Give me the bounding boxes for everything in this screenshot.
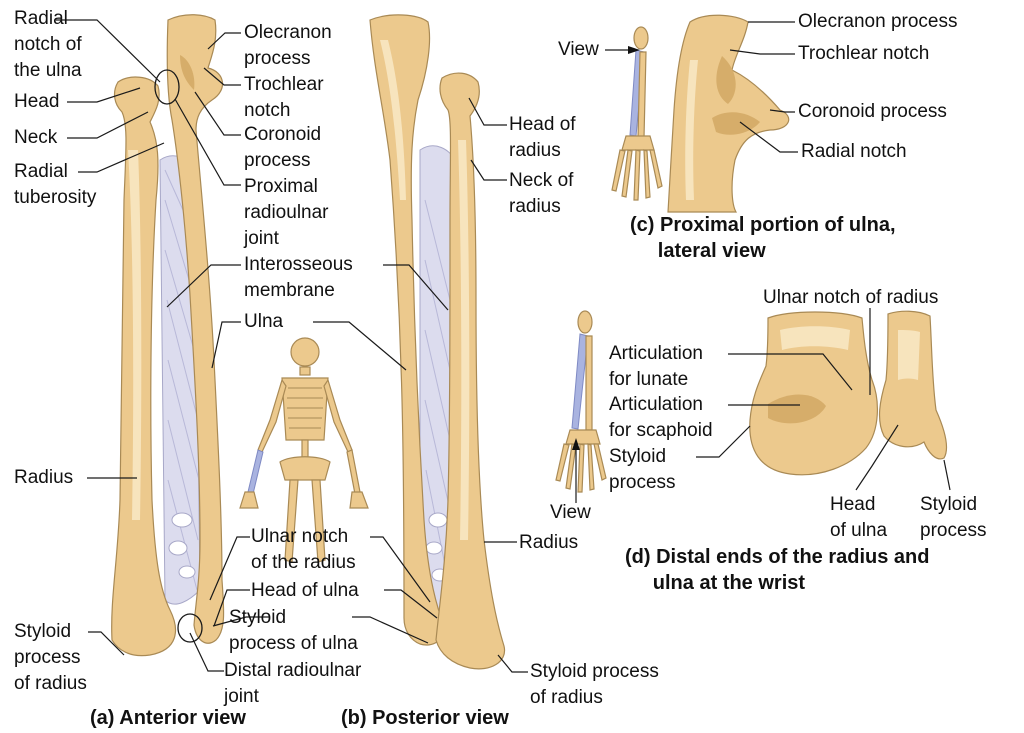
caption-distal-ends: (d) Distal ends of the radius and ulna a… xyxy=(625,546,930,594)
leader-lines xyxy=(56,19,951,673)
label-head-of-ulna-a: Head of ulna xyxy=(251,580,359,601)
label-proximal-radioulnar-joint: Proximal radioulnar joint xyxy=(244,176,329,249)
label-articulation-for-lunate: Articulation for lunate xyxy=(609,343,703,390)
label-distal-radioulnar-joint: Distal radioulnar joint xyxy=(224,660,362,707)
distal-radius xyxy=(749,311,878,476)
thumbnail-arm-d xyxy=(555,310,607,493)
label-articulation-for-scaphoid: Articulation for scaphoid xyxy=(609,394,713,441)
label-neck-of-radius: Neck of radius xyxy=(509,170,574,217)
label-styloid-process-of-radius-a: Styloid process of radius xyxy=(14,621,87,694)
caption-anterior-view: (a) Anterior view xyxy=(90,707,246,729)
label-view-c: View xyxy=(558,39,599,60)
label-head-of-ulna-d: Head of ulna xyxy=(830,494,888,541)
label-ulna: Ulna xyxy=(244,311,284,332)
label-styloid-process-of-ulna-a: Styloid process of ulna xyxy=(229,607,358,654)
panel-c-artwork xyxy=(611,14,790,213)
label-trochlear-notch-c: Trochlear notch xyxy=(798,43,930,64)
caption-posterior-view: (b) Posterior view xyxy=(341,707,509,729)
label-styloid-process-d: Styloid process xyxy=(609,446,676,493)
label-interosseous-membrane: Interosseous membrane xyxy=(244,254,353,301)
label-radius-posterior: Radius xyxy=(519,532,579,553)
distal-ulna xyxy=(878,310,948,460)
label-head-of-radius: Head of radius xyxy=(509,114,576,161)
label-head: Head xyxy=(14,91,60,112)
label-ulnar-notch-of-radius-d: Ulnar notch of radius xyxy=(763,287,939,308)
skeleton-figure xyxy=(239,337,369,563)
label-radial-notch-c: Radial notch xyxy=(801,141,907,162)
label-radius-anterior: Radius xyxy=(14,467,74,488)
label-olecranon-process-a: Olecranon process xyxy=(244,22,332,69)
radius-anterior xyxy=(111,76,177,657)
label-radial-tuberosity: Radial tuberosity xyxy=(14,161,97,208)
panel-b-artwork xyxy=(369,14,506,670)
ulna-anterior xyxy=(166,14,225,644)
label-coronoid-process-c: Coronoid process xyxy=(798,101,947,122)
radius-posterior xyxy=(435,72,506,670)
panel-a-artwork xyxy=(111,14,369,657)
label-neck: Neck xyxy=(14,127,58,148)
label-view-d: View xyxy=(550,502,591,523)
caption-proximal-ulna: (c) Proximal portion of ulna, lateral vi… xyxy=(630,214,896,262)
label-trochlear-notch-a: Trochlear notch xyxy=(244,74,324,121)
label-olecranon-process-c: Olecranon process xyxy=(798,11,958,32)
label-radial-notch-of-ulna: Radial notch of the ulna xyxy=(14,8,82,81)
label-ulnar-notch-of-radius-a: Ulnar notch of the radius xyxy=(251,526,356,573)
label-styloid-process-of-radius-b: Styloid process of radius xyxy=(530,661,659,708)
thumbnail-arm-c xyxy=(611,26,663,201)
panel-d-artwork xyxy=(555,310,948,493)
label-styloid-process-ulna-d: Styloid process xyxy=(920,494,987,541)
label-coronoid-process-a: Coronoid process xyxy=(244,124,322,171)
